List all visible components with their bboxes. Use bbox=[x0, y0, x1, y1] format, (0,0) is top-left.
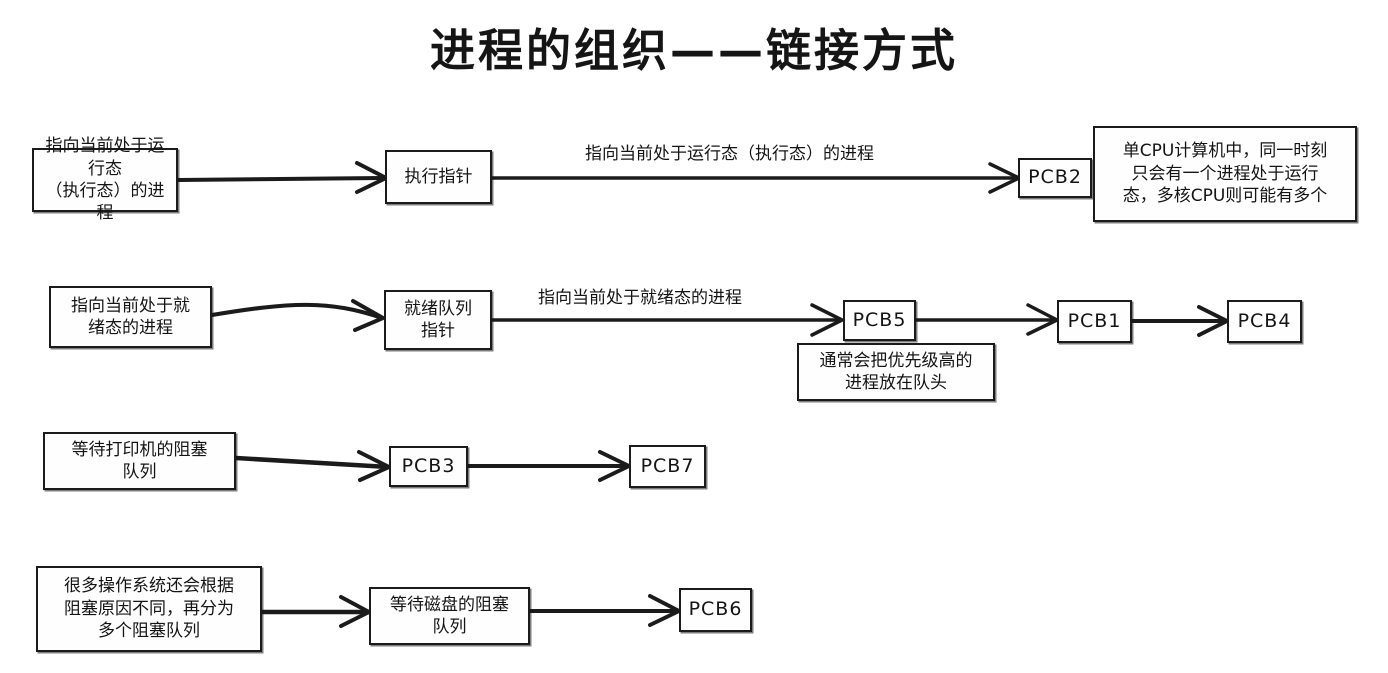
running-pointer-desc-label: 指向当前处于运行态 （执行态）的进程 bbox=[45, 136, 165, 224]
pcb4-label: PCB4 bbox=[1237, 309, 1292, 332]
pcb2-label: PCB2 bbox=[1028, 166, 1082, 189]
ready-pointer-desc-label: 指向当前处于就 绪态的进程 bbox=[71, 295, 190, 338]
page-title: 进程的组织——链接方式 bbox=[429, 24, 958, 77]
disk-blocked-queue[interactable]: 等待磁盘的阻塞 队列 bbox=[369, 587, 530, 645]
printer-blocked-queue-label: 等待打印机的阻塞 队列 bbox=[71, 439, 208, 482]
printer-blocked-queue[interactable]: 等待打印机的阻塞 队列 bbox=[43, 432, 236, 490]
arrow-pcb3-to-pcb7 bbox=[466, 450, 631, 482]
pcb3-label: PCB3 bbox=[401, 454, 456, 477]
ready-pointer-desc[interactable]: 指向当前处于就 绪态的进程 bbox=[49, 286, 212, 348]
exec-pointer-label: 执行指针 bbox=[404, 166, 473, 187]
arrow-disk-queue-to-pcb6 bbox=[528, 594, 681, 627]
arrow-pcb1-to-pcb4 bbox=[1130, 305, 1229, 337]
arrow-ready-pointer-to-pcb5 bbox=[490, 303, 844, 337]
single-cpu-note-label: 单CPU计算机中，同一时刻 只会有一个进程处于运行 态，多核CPU则可能有多个 bbox=[1122, 141, 1328, 207]
arrow-blocked-note-to-disk-queue bbox=[259, 595, 371, 628]
pcb2[interactable]: PCB2 bbox=[1018, 158, 1092, 198]
pcb7[interactable]: PCB7 bbox=[629, 445, 706, 488]
exec-pointer[interactable]: 执行指针 bbox=[385, 150, 492, 204]
pcb3[interactable]: PCB3 bbox=[389, 446, 468, 487]
pcb6[interactable]: PCB6 bbox=[679, 588, 752, 632]
running-pointer-desc[interactable]: 指向当前处于运行态 （执行态）的进程 bbox=[32, 136, 178, 223]
pcb7-label: PCB7 bbox=[640, 454, 695, 477]
pcb6-label: PCB6 bbox=[688, 598, 743, 621]
blocked-reason-note-label: 很多操作系统还会根据 阻塞原因不同，再分为 多个阻塞队列 bbox=[64, 576, 234, 642]
single-cpu-note[interactable]: 单CPU计算机中，同一时刻 只会有一个进程处于运行 态，多核CPU则可能有多个 bbox=[1093, 126, 1357, 222]
pcb1-label: PCB1 bbox=[1067, 309, 1122, 332]
disk-blocked-queue-label: 等待磁盘的阻塞 队列 bbox=[390, 594, 509, 637]
arrow-running-desc-to-exec-pointer bbox=[176, 161, 388, 194]
ready-queue-pointer-label: 就绪队列 指针 bbox=[404, 298, 472, 341]
priority-note-label: 通常会把优先级高的 进程放在队头 bbox=[819, 350, 973, 393]
pcb5[interactable]: PCB5 bbox=[843, 300, 916, 341]
edge-label-running: 指向当前处于运行态（执行态）的进程 bbox=[585, 144, 874, 164]
pcb1[interactable]: PCB1 bbox=[1057, 300, 1132, 343]
arrow-printer-queue-to-pcb3 bbox=[233, 450, 391, 482]
blocked-reason-note[interactable]: 很多操作系统还会根据 阻塞原因不同，再分为 多个阻塞队列 bbox=[36, 566, 262, 652]
pcb5-label: PCB5 bbox=[852, 308, 907, 331]
priority-note[interactable]: 通常会把优先级高的 进程放在队头 bbox=[797, 343, 995, 401]
pcb4[interactable]: PCB4 bbox=[1227, 300, 1302, 343]
edge-label-ready: 指向当前处于就绪态的进程 bbox=[538, 288, 742, 308]
arrow-pcb5-to-pcb1 bbox=[913, 303, 1059, 336]
arrow-ready-desc-to-ready-pointer bbox=[210, 299, 385, 332]
arrow-exec-pointer-to-pcb2 bbox=[490, 162, 1021, 194]
ready-queue-pointer[interactable]: 就绪队列 指针 bbox=[384, 290, 492, 350]
